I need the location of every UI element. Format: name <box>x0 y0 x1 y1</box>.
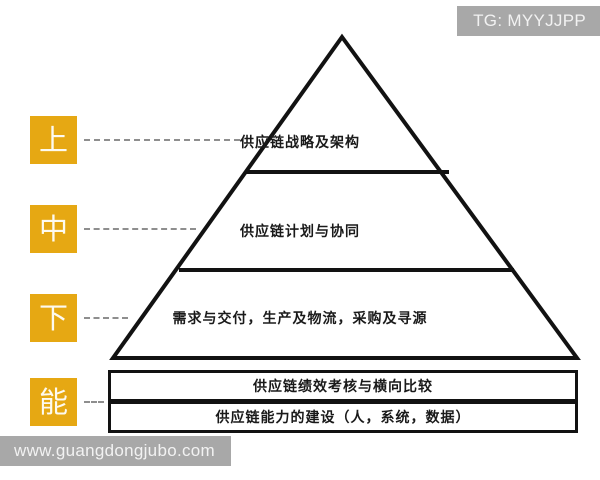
tier-label-neng: 能 <box>30 378 77 426</box>
tier-label-xia: 下 <box>30 294 77 342</box>
pyramid-triangle <box>109 33 581 360</box>
watermark-bottom-left: www.guangdongjubo.com <box>0 436 231 466</box>
base-box-capability: 供应链能力的建设（人，系统，数据） <box>108 401 578 433</box>
connector-line-xia <box>84 317 128 319</box>
watermark-top-right: TG: MYYJJPP <box>457 6 600 36</box>
pyramid-tier-1-text: 供应链战略及架构 <box>240 135 360 151</box>
pyramid-tier-2-text: 供应链计划与协同 <box>240 224 360 240</box>
tier-label-shang: 上 <box>30 116 77 164</box>
connector-line-zhong <box>84 228 196 230</box>
pyramid-tier-3-text: 需求与交付，生产及物流，采购及寻源 <box>172 311 428 327</box>
base-box-performance: 供应链绩效考核与横向比较 <box>108 370 578 402</box>
connector-line-shang <box>84 139 240 141</box>
connector-line-neng <box>84 401 104 403</box>
tier-label-zhong: 中 <box>30 205 77 253</box>
